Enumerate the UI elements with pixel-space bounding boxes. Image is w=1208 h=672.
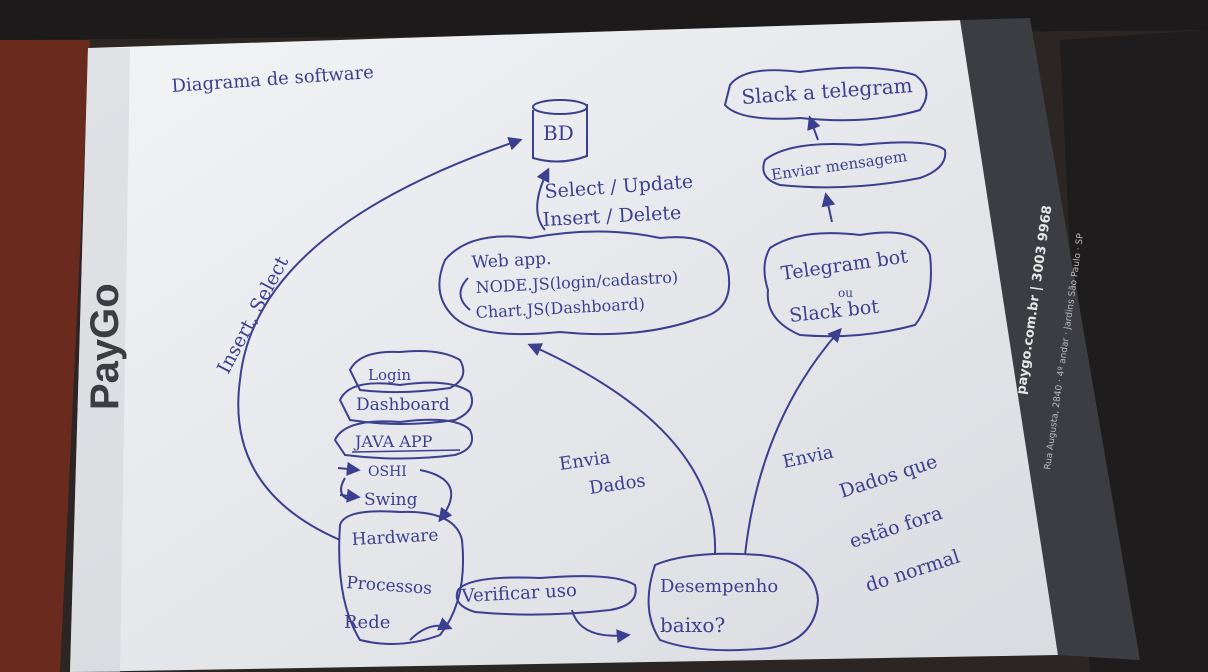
java-app-underline (351, 449, 461, 453)
database-icon (532, 99, 588, 163)
web-app-bracket (459, 277, 471, 311)
swing-label: Swing (364, 490, 418, 510)
login-label: Login (368, 366, 411, 384)
paper-sheet (70, 20, 1058, 672)
java-app-label: JAVA APP (353, 432, 433, 451)
oshi-label: OSHI (368, 464, 407, 480)
desempenho-to-webapp-arrow (527, 343, 717, 556)
oshi-arrow (337, 461, 361, 476)
web-app-cloud (438, 230, 731, 336)
brand-side-panel (960, 18, 1140, 660)
database-label: BD (543, 121, 574, 145)
slack-telegram-cloud (723, 66, 928, 122)
rede-arrow (409, 617, 453, 641)
verificar-uso-cloud (455, 575, 637, 616)
hardware-label: Hardware (351, 525, 439, 550)
paygo-logo: PayGo (83, 283, 127, 410)
desempenho-to-bot-arrow (744, 327, 842, 556)
desempenho-line2: baixo? (660, 613, 725, 637)
insert-select-arrow (237, 136, 523, 541)
arrow-to-slack (807, 115, 821, 141)
db-ops-arrow (536, 167, 550, 231)
dashboard-cloud (338, 381, 474, 425)
login-cloud (348, 350, 465, 394)
verificar-to-desempenho-arrow (571, 609, 631, 644)
java-app-cloud (333, 418, 474, 460)
web-app-title: Web app. (471, 249, 552, 273)
java-to-hardware-arrow (419, 469, 453, 523)
paper-left-strip (70, 48, 130, 672)
bot-cloud (763, 231, 932, 338)
dashboard-label: Dashboard (356, 395, 450, 415)
hardware-cloud (338, 510, 465, 645)
desempenho-line1: Desempenho (660, 576, 778, 597)
swing-arrow (339, 488, 361, 503)
cloth-left (0, 40, 90, 672)
rede-label: Rede (344, 612, 390, 633)
arrow-to-enviar (821, 192, 836, 223)
bot-line2: ou (838, 286, 853, 300)
desempenho-cloud (647, 552, 820, 652)
enviar-mensagem-cloud (762, 141, 947, 189)
